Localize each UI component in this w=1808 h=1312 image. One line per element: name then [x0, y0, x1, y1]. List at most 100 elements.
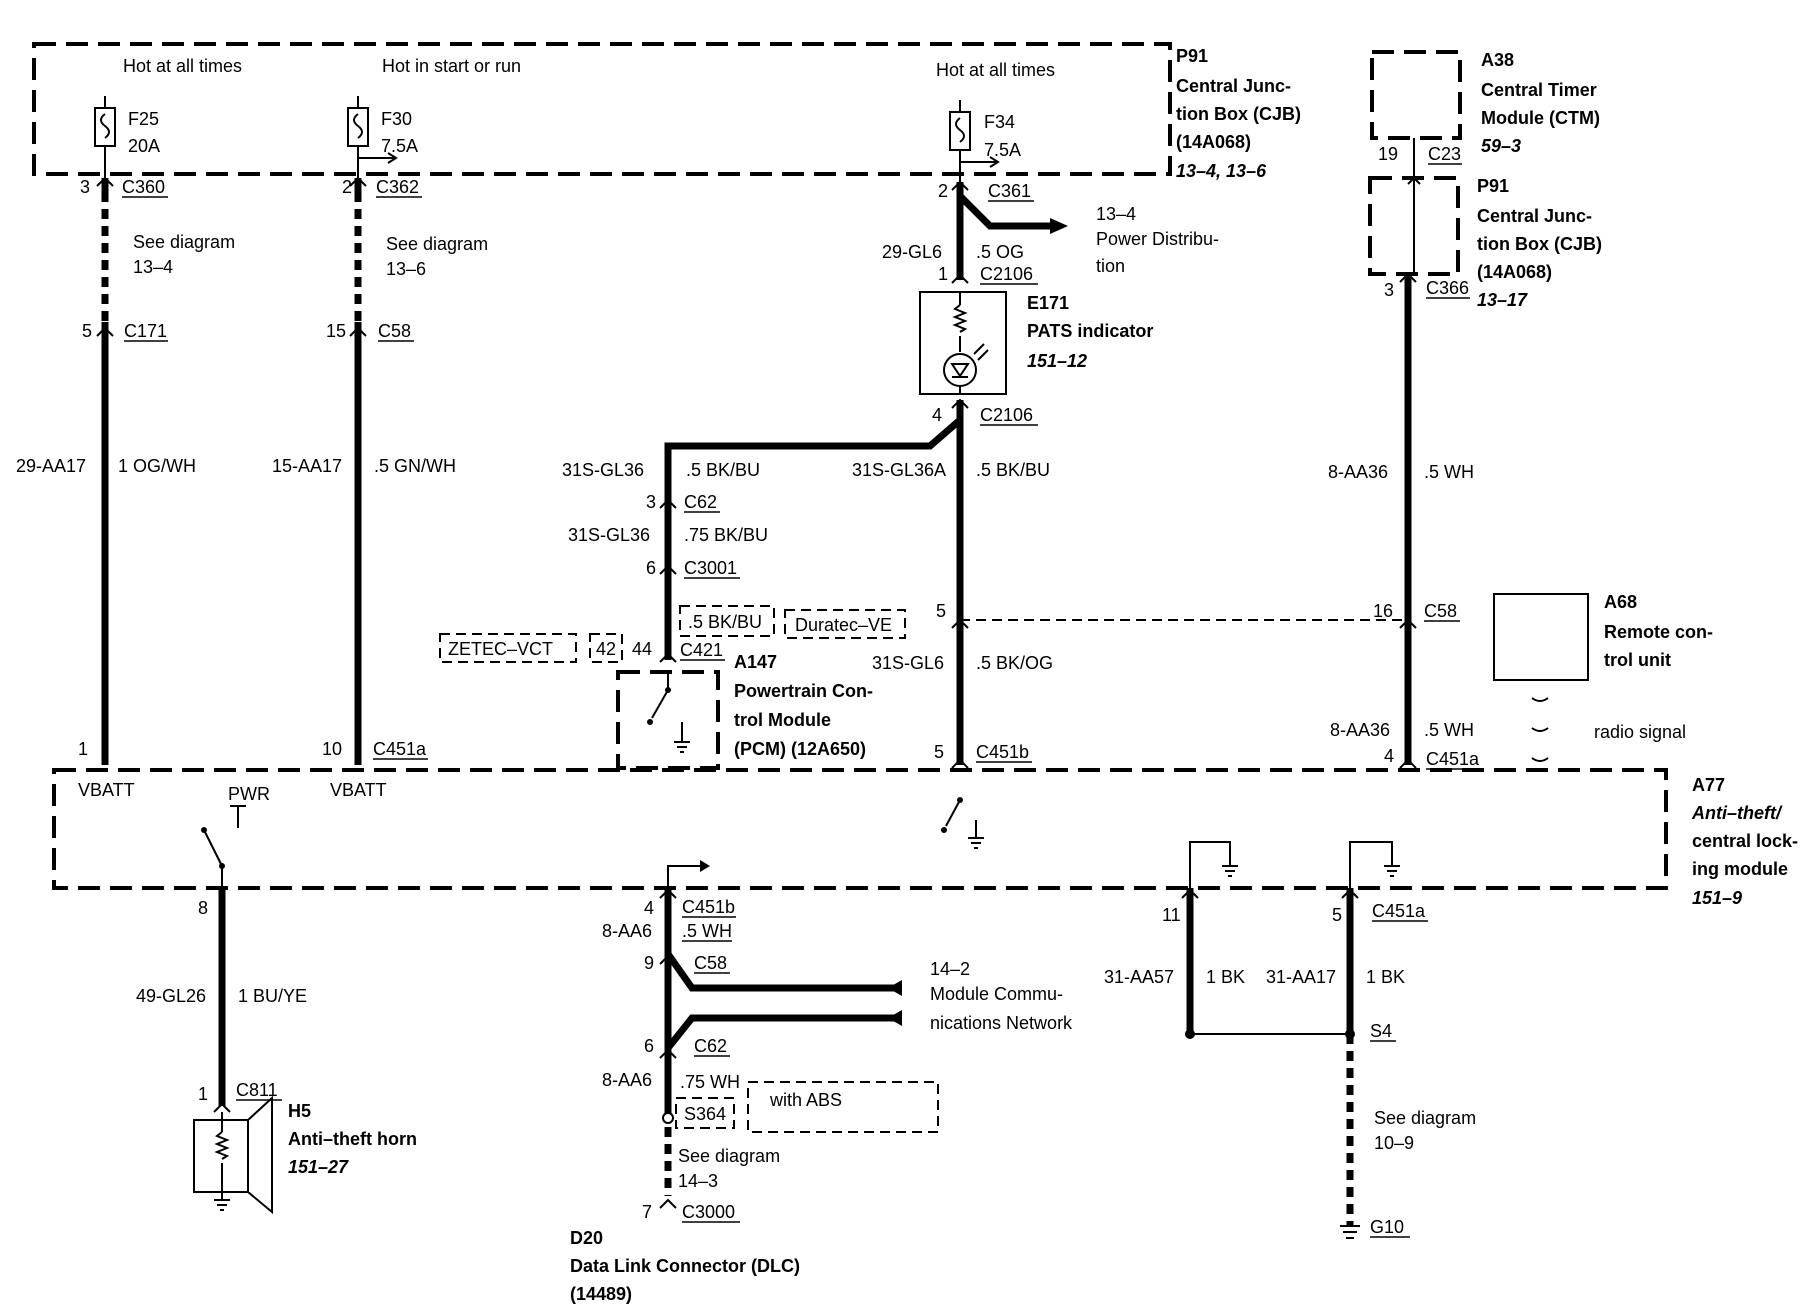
- p91-junction-box-outline: [32, 42, 1172, 176]
- fuse-f25: F25 20A: [94, 96, 160, 178]
- c58-connector-bottom: C58: [694, 953, 727, 973]
- c451b-pin-5: 5: [934, 742, 944, 762]
- wire-ground-aa57: [1181, 888, 1350, 1039]
- wire-31-aa57-color: 1 BK: [1206, 967, 1245, 987]
- wire-31-aa17: 31-AA17: [1266, 967, 1336, 987]
- c171-pin: 5: [82, 321, 92, 341]
- a77-pwr-switch: [201, 805, 246, 888]
- c361-connector: C361: [988, 181, 1031, 201]
- a38-id: A38: [1481, 50, 1514, 70]
- wire-31s-gl6-color: .5 BK/OG: [976, 653, 1053, 673]
- power-distribution-ref: 13–4: [1096, 204, 1136, 224]
- c362-connector: C362: [376, 177, 419, 197]
- c3001-pin-6: 6: [646, 558, 656, 578]
- c451a-connector-left: C451a: [373, 739, 427, 759]
- c62-connector-bottom: C62: [694, 1036, 727, 1056]
- s364-splice: S364: [684, 1104, 726, 1124]
- wire-8-aa36-top-color: .5 WH: [1424, 462, 1474, 482]
- c361-pin: 2: [938, 181, 948, 201]
- h5-id: H5: [288, 1101, 311, 1121]
- option-wire-color: .5 BK/BU: [688, 612, 762, 632]
- wire-15-aa17-color: .5 GN/WH: [374, 456, 456, 476]
- mcn-l2: nications Network: [930, 1013, 1073, 1033]
- wire-31s-gl6: 31S-GL6: [872, 653, 944, 673]
- wire-ground-aa17: [1340, 888, 1360, 1239]
- f30-rating: 7.5A: [381, 136, 418, 156]
- wire-29-gl6-color: .5 OG: [976, 242, 1024, 262]
- c62-connector-top: C62: [684, 492, 717, 512]
- wire-29-aa17: 29-AA17: [16, 456, 86, 476]
- pin-8: 8: [198, 898, 208, 918]
- mcn-ref: 14–2: [930, 959, 970, 979]
- vbatt-label-2: VBATT: [330, 780, 387, 800]
- c58-pin-9: 9: [644, 953, 654, 973]
- wire-31-aa17-color: 1 BK: [1366, 967, 1405, 987]
- pin-42: 42: [596, 639, 616, 659]
- c451b-connector-bottom: C451b: [682, 897, 735, 917]
- pin-10: 10: [322, 739, 342, 759]
- pin-5-c451a: 5: [1332, 905, 1342, 925]
- c23-connector: C23: [1428, 144, 1461, 164]
- hot-at-all-times-label-2: Hot at all times: [936, 60, 1055, 80]
- a147-pcm: [616, 670, 720, 770]
- a68-name-l2: trol unit: [1604, 650, 1671, 670]
- radio-signal-label: radio signal: [1594, 722, 1686, 742]
- fuse-f30: F30 7.5A: [347, 96, 418, 178]
- wire-31s-gl36-b: 31S-GL36: [568, 525, 650, 545]
- pin-44: 44: [632, 639, 652, 659]
- hot-at-all-times-label-1: Hot at all times: [123, 56, 242, 76]
- a77-name-l3: ing module: [1692, 859, 1788, 879]
- a68-name-l1: Remote con-: [1604, 622, 1713, 642]
- pin-11: 11: [1162, 905, 1181, 925]
- wire-31-aa57: 31-AA57: [1104, 967, 1174, 987]
- p91b-ref: 13–17: [1477, 290, 1528, 310]
- c811-pin-1: 1: [198, 1084, 208, 1104]
- see-diagram-10-9-label: See diagram: [1374, 1108, 1476, 1128]
- a147-id: A147: [734, 652, 777, 672]
- c58-connector-1: C58: [378, 321, 411, 341]
- p91b-id: P91: [1477, 176, 1509, 196]
- c62-pin-6: 6: [644, 1036, 654, 1056]
- e171-name: PATS indicator: [1027, 321, 1153, 341]
- p91b-name-l3: (14A068): [1477, 262, 1552, 282]
- a77-name-l2: central lock-: [1692, 831, 1798, 851]
- wire-49-gl26: 49-GL26: [136, 986, 206, 1006]
- wire-dlc: [659, 888, 902, 1209]
- c451a-pin-4: 4: [1384, 746, 1394, 766]
- c366-pin-3: 3: [1384, 280, 1394, 300]
- c3001-connector: C3001: [684, 558, 737, 578]
- wire-horn: [213, 888, 231, 1113]
- c421-connector: C421: [680, 640, 723, 660]
- c362-pin: 2: [342, 177, 352, 197]
- see-diagram-13-6-ref: 13–6: [386, 259, 426, 279]
- p91-name-l2: tion Box (CJB): [1176, 104, 1301, 124]
- e171-ref: 151–12: [1027, 351, 1087, 371]
- c3000-pin-7: 7: [642, 1202, 652, 1222]
- wire-8-aa6-top-color: .5 WH: [682, 921, 732, 941]
- wire-8-aa36-bottom-color: .5 WH: [1424, 720, 1474, 740]
- wire-31s-gl36-a-color: .5 BK/BU: [686, 460, 760, 480]
- e171-pats-indicator: [919, 291, 1007, 395]
- f25-label: F25: [128, 109, 159, 129]
- a77-module-outline: [52, 768, 1668, 890]
- see-diagram-13-6-label: See diagram: [386, 234, 488, 254]
- power-distribution-l2: tion: [1096, 256, 1125, 276]
- f25-rating: 20A: [128, 136, 160, 156]
- c62-pin-3: 3: [646, 492, 656, 512]
- s4-splice: S4: [1370, 1021, 1392, 1041]
- a147-name-l2: trol Module: [734, 710, 831, 730]
- option-duratec-ve: Duratec–VE: [795, 615, 892, 635]
- c58-pin-16: 16: [1373, 601, 1393, 621]
- d20-part: (14489): [570, 1284, 632, 1304]
- mcn-l1: Module Commu-: [930, 984, 1063, 1004]
- f34-rating: 7.5A: [984, 140, 1021, 160]
- hot-in-start-or-run-label: Hot in start or run: [382, 56, 521, 76]
- c2106-connector-bottom: C2106: [980, 405, 1033, 425]
- a147-name-l1: Powertrain Con-: [734, 681, 873, 701]
- wire-8-aa36-top: 8-AA36: [1328, 462, 1388, 482]
- h5-name: Anti–theft horn: [288, 1129, 417, 1149]
- wire-f34-to-pats: [951, 180, 1068, 284]
- f34-label: F34: [984, 112, 1015, 132]
- a147-name-l3: (PCM) (12A650): [734, 739, 866, 759]
